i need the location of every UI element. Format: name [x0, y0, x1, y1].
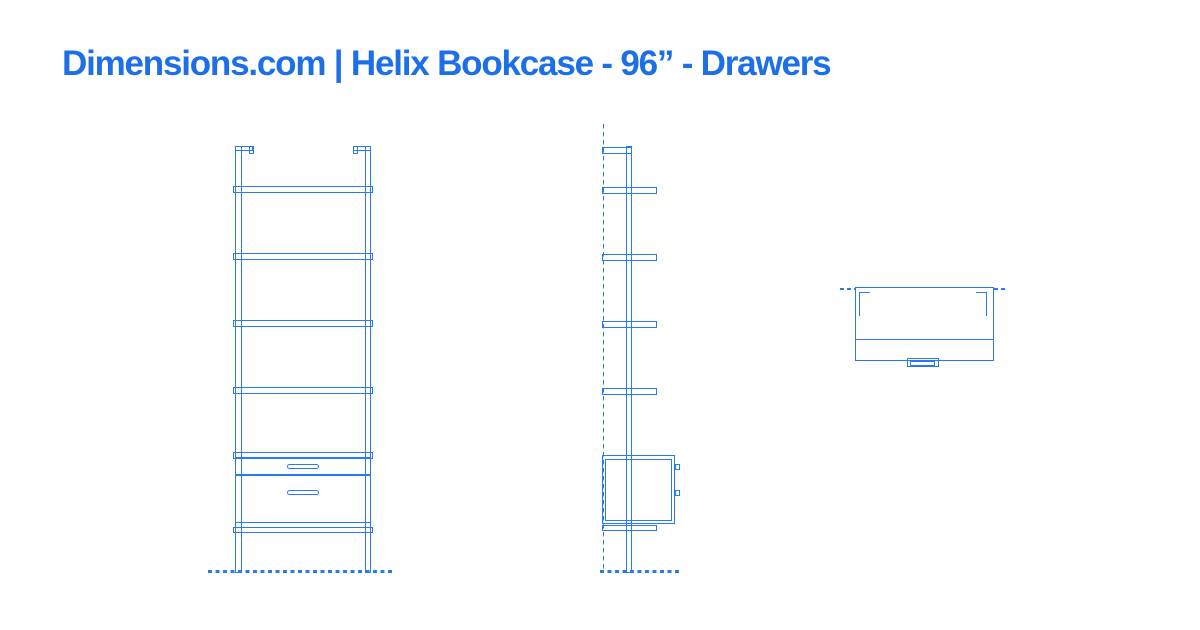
side-drawer-box-inner [605, 458, 672, 521]
side-top-bracket [601, 146, 632, 154]
front-shelf-3 [233, 320, 373, 327]
top-front-edge-divider [855, 338, 994, 341]
front-bracket-left-lip [248, 146, 254, 154]
side-floor-line [600, 570, 681, 573]
side-drawer-handle-tab-bottom [674, 489, 680, 496]
front-drawer-box [235, 456, 371, 523]
side-lower-rail [601, 524, 657, 531]
front-drawer-handle-top [287, 463, 319, 469]
front-shelf-2 [233, 253, 373, 260]
front-shelf-5 [233, 452, 373, 459]
front-shelf-1 [233, 186, 373, 193]
top-outline [855, 287, 994, 361]
top-handle-tab [906, 358, 939, 367]
front-shelf-4 [233, 387, 373, 394]
side-shelf-4 [601, 388, 657, 395]
top-wall-line-left [840, 287, 855, 290]
side-shelf-3 [601, 321, 657, 328]
front-floor-line [208, 570, 393, 573]
top-wall-line-right [994, 287, 1008, 290]
top-corner-bracket-left [858, 291, 870, 316]
side-drawer-handle-tab-top [674, 464, 680, 470]
side-wall-line [602, 124, 605, 572]
side-shelf-1 [601, 187, 657, 194]
front-drawer-divider [235, 473, 371, 476]
front-drawer-handle-bottom [287, 490, 319, 495]
side-shelf-2 [601, 254, 657, 261]
page-title: Dimensions.com | Helix Bookcase - 96” - … [62, 44, 832, 83]
top-corner-bracket-right [975, 291, 987, 316]
front-bracket-right-lip [353, 146, 358, 154]
top-handle-tab-inner [910, 361, 935, 366]
front-lower-rail [233, 526, 373, 533]
